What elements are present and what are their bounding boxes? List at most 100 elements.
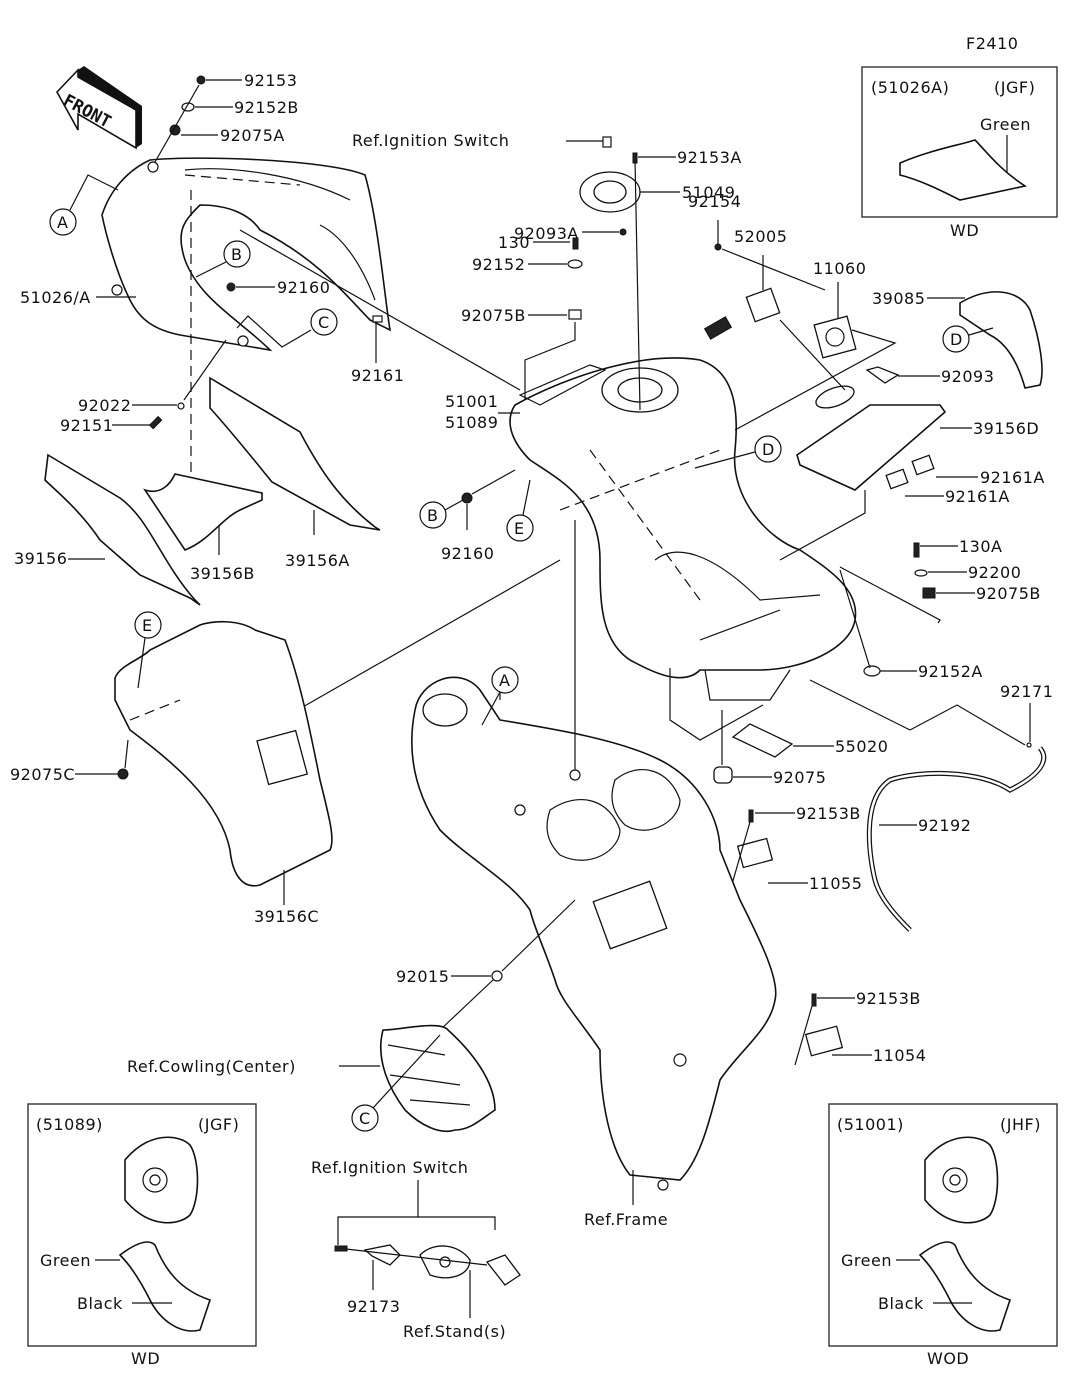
- label-51049: 51049: [682, 183, 735, 202]
- panel-39156: [44, 453, 201, 606]
- callout-circle-e-cover: [134, 611, 162, 639]
- callout-circle-b: [223, 240, 251, 268]
- figure-code: F2410: [966, 34, 1018, 53]
- bolt-130A-icon: [913, 542, 920, 558]
- callout-c-cowl: C: [359, 1109, 371, 1128]
- callout-circle-e-tank: [506, 514, 534, 542]
- callout-circle-c-cowl: [351, 1104, 379, 1132]
- bolt-92015-icon: [491, 970, 503, 982]
- inset-51026A-green: Green: [980, 115, 1031, 134]
- inset-51089-green: Green: [40, 1251, 91, 1270]
- label-51001: 51001: [445, 392, 498, 411]
- grommet-92075C-icon: [117, 768, 129, 780]
- sensor-11055-icon: [736, 837, 774, 869]
- label-92154: 92154: [688, 192, 741, 211]
- inset-51026A: [861, 66, 1058, 218]
- label-39156A: 39156A: [285, 551, 350, 570]
- label-39156B: 39156B: [190, 564, 255, 583]
- damper-92161A-1-icon: [911, 454, 935, 476]
- inset-51089-part: (51089): [36, 1115, 103, 1134]
- label-11054: 11054: [873, 1046, 926, 1065]
- label-ref-stand: Ref.Stand(s): [403, 1322, 506, 1341]
- label-11060: 11060: [813, 259, 866, 278]
- clip-92161-icon: [372, 315, 383, 323]
- panel-39156B: [143, 473, 263, 551]
- cover-39085: [959, 291, 1043, 389]
- inset-51089: [27, 1103, 257, 1347]
- label-92153B-2: 92153B: [856, 989, 921, 1008]
- side-cowl-51026: [101, 157, 392, 352]
- sensor-11054-icon: [804, 1025, 844, 1057]
- grommet-92160b-icon: [461, 492, 473, 504]
- callout-circle-a-frame: [491, 666, 519, 694]
- label-92075B-top: 92075B: [461, 306, 526, 325]
- label-92160-a: 92160: [277, 278, 330, 297]
- inset-51089-code: (JGF): [198, 1115, 239, 1134]
- cowling-center: [379, 1024, 496, 1132]
- label-92161A-1: 92161A: [980, 468, 1045, 487]
- label-ref-ignition-bottom: Ref.Ignition Switch: [311, 1158, 468, 1177]
- label-130: 130: [498, 233, 530, 252]
- label-92153A: 92153A: [677, 148, 742, 167]
- grommet-92075B-icon: [568, 309, 582, 320]
- callout-circle-a: [49, 208, 77, 236]
- inset-51026A-caption: WD: [950, 221, 979, 240]
- label-51026A: 51026/A: [20, 288, 91, 307]
- label-92153: 92153: [244, 71, 297, 90]
- label-92075A: 92075A: [220, 126, 285, 145]
- label-ref-frame: Ref.Frame: [584, 1210, 668, 1229]
- washer-92022-icon: [177, 402, 185, 410]
- label-92173: 92173: [347, 1297, 400, 1316]
- label-55020: 55020: [835, 737, 888, 756]
- label-92093: 92093: [941, 367, 994, 386]
- callout-b: B: [231, 245, 242, 264]
- label-39085: 39085: [872, 289, 925, 308]
- label-92200: 92200: [968, 563, 1021, 582]
- panel-39156A: [209, 376, 381, 531]
- label-92022: 92022: [78, 396, 131, 415]
- callout-e-tank: E: [514, 519, 525, 538]
- cover-39156C: [114, 620, 333, 887]
- bolt-130-icon: [572, 237, 579, 250]
- clamp-92171-icon: [1026, 742, 1032, 748]
- inset-51001: [828, 1103, 1058, 1347]
- ignition-switch-bolt-icon: [602, 136, 612, 148]
- screw-92153B-2-icon: [811, 993, 817, 1007]
- callout-e-cover: E: [142, 616, 153, 635]
- screw-92151-icon: [148, 415, 163, 430]
- sheet-39156D: [796, 404, 947, 491]
- frame: [411, 676, 777, 1191]
- callout-circle-b-tank: [419, 501, 447, 529]
- inset-51026A-part: (51026A): [871, 78, 949, 97]
- callout-circle-d-right: [942, 325, 970, 353]
- label-92171: 92171: [1000, 682, 1053, 701]
- label-92093A: 92093A: [514, 224, 579, 243]
- collar-92152A-icon: [863, 665, 881, 677]
- inset-51001-code: (JHF): [1000, 1115, 1041, 1134]
- inset-51001-tank-side: [918, 1241, 1012, 1332]
- label-ref-ignition-top: Ref.Ignition Switch: [352, 131, 509, 150]
- fuel-pump-52005-icon: [745, 287, 781, 323]
- inset-51001-caption: WOD: [927, 1349, 969, 1368]
- damper-92161A-2-icon: [885, 468, 909, 490]
- bracket-92173-icon: [363, 1244, 401, 1266]
- fuel-tank-51001: [509, 357, 857, 701]
- callout-circle-c: [310, 308, 338, 336]
- label-51089: 51089: [445, 413, 498, 432]
- label-92152: 92152: [472, 255, 525, 274]
- callout-c: C: [318, 313, 330, 332]
- front-arrow-icon: FRONT: [56, 66, 142, 150]
- label-92153B-1: 92153B: [796, 804, 861, 823]
- grommet-92160-icon: [226, 282, 236, 292]
- callout-d-right: D: [950, 330, 963, 349]
- inset-51026A-code: (JGF): [994, 78, 1035, 97]
- collar-92152-icon: [567, 259, 583, 269]
- pad-92093-icon: [865, 366, 900, 384]
- label-92075B-right: 92075B: [976, 584, 1041, 603]
- label-130A: 130A: [959, 537, 1002, 556]
- bolt-ignition-icon: [334, 1245, 348, 1252]
- inset-cowl-green-shape: [899, 139, 1028, 201]
- label-39156C: 39156C: [254, 907, 319, 926]
- label-92015: 92015: [396, 967, 449, 986]
